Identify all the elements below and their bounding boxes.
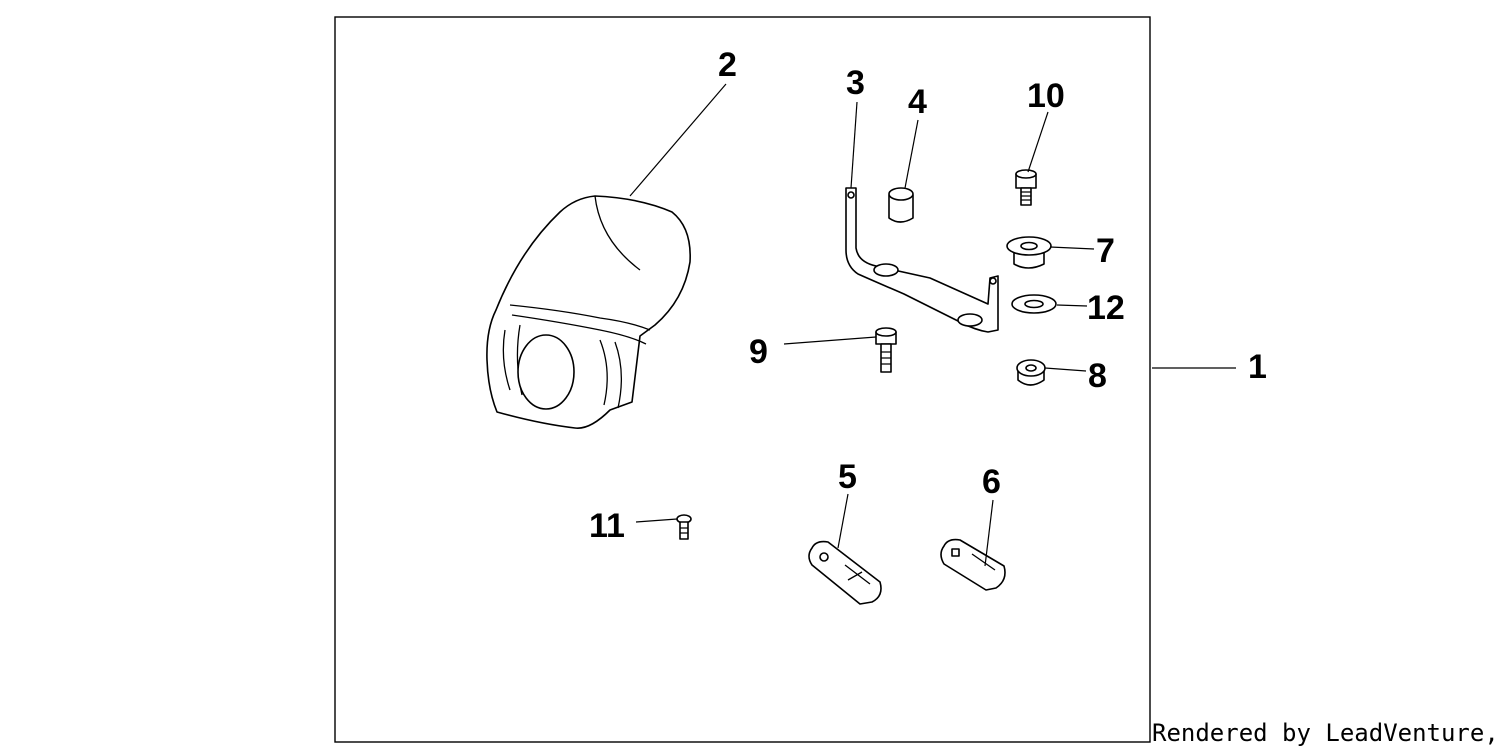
- part-5-clamp[interactable]: [808, 540, 882, 605]
- callout-10: 10: [1027, 77, 1065, 115]
- callout-11: 11: [589, 507, 625, 545]
- part-7-grommet[interactable]: [1006, 236, 1052, 269]
- part-11-screw[interactable]: [676, 514, 692, 540]
- part-6-clamp[interactable]: [940, 538, 1006, 591]
- callout-8: 8: [1088, 357, 1107, 395]
- callout-5: 5: [838, 458, 857, 496]
- part-12-washer[interactable]: [1011, 294, 1057, 314]
- callout-9: 9: [749, 333, 768, 371]
- part-3-bracket[interactable]: [845, 187, 999, 333]
- leader-lines: [629, 83, 1236, 567]
- render-credit: Rendered by LeadVenture, Inc.: [1152, 719, 1500, 747]
- callout-4: 4: [908, 83, 927, 121]
- part-8-nut[interactable]: [1016, 359, 1046, 386]
- part-4-collar[interactable]: [888, 187, 914, 223]
- part-2-fairing[interactable]: [486, 195, 691, 429]
- part-9-bolt[interactable]: [875, 327, 897, 373]
- callout-2: 2: [718, 46, 737, 84]
- part-10-bolt[interactable]: [1015, 169, 1037, 206]
- callout-3: 3: [846, 64, 865, 102]
- callout-6: 6: [982, 463, 1001, 501]
- callout-12: 12: [1087, 289, 1125, 327]
- callout-7: 7: [1096, 232, 1115, 270]
- callout-1: 1: [1248, 348, 1267, 386]
- kit-frame: [334, 16, 1151, 743]
